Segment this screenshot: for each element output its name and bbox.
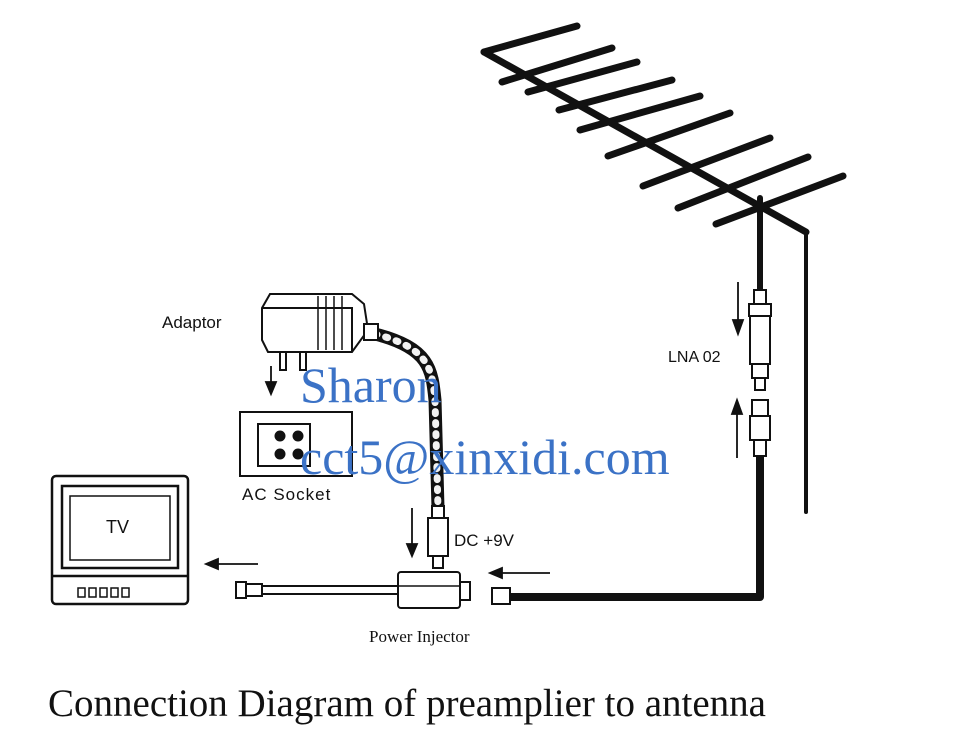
power-injector-label: Power Injector xyxy=(369,627,470,646)
power-adaptor xyxy=(261,293,379,371)
lna-amplifier xyxy=(748,289,772,457)
adaptor-label: Adaptor xyxy=(162,313,222,332)
lna-label: LNA 02 xyxy=(668,349,721,366)
flow-arrows xyxy=(203,282,745,580)
watermark-email: cct5@xinxidi.com xyxy=(300,429,670,485)
yagi-antenna xyxy=(480,22,847,514)
arrow-left-to-injector xyxy=(487,566,550,580)
arrow-up-from-lna xyxy=(730,397,744,458)
tv-label: TV xyxy=(106,517,129,537)
coax-cables xyxy=(257,195,764,601)
watermark-name: Sharon xyxy=(300,357,442,413)
power-injector xyxy=(235,505,511,609)
arrow-down-to-injector xyxy=(405,508,419,559)
tv-set xyxy=(50,474,190,606)
diagram-caption: Connection Diagram of preamplier to ante… xyxy=(48,682,766,725)
arrow-down-to-lna xyxy=(731,282,745,337)
ac-socket xyxy=(239,411,353,477)
arrow-down-to-socket xyxy=(264,366,278,397)
arrow-left-to-tv xyxy=(203,557,258,571)
dc-label: DC +9V xyxy=(454,531,515,550)
ac-socket-label: AC Socket xyxy=(242,485,331,504)
